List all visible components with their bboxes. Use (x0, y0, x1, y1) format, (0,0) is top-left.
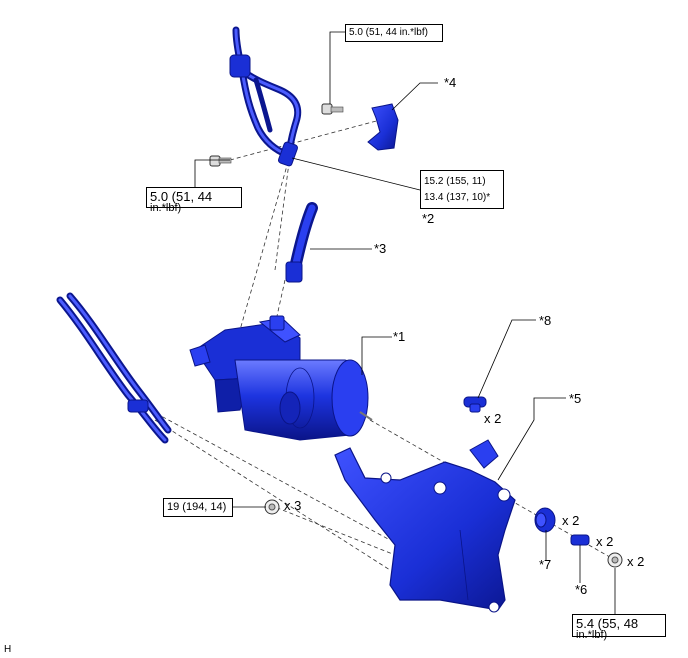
pump-bracket (334, 439, 516, 613)
label-part-1: *1 (393, 329, 406, 344)
torque-line-1: 5.4 (55, 48 (576, 616, 639, 631)
label-part-2: *2 (422, 211, 435, 226)
fluid-line-clip (229, 54, 251, 78)
label-part-5: *5 (569, 391, 582, 406)
bolt-left (209, 155, 232, 167)
label-part-7: *7 (539, 557, 552, 572)
label-part-3: *3 (374, 241, 387, 256)
cushion (534, 507, 556, 533)
fluid-lines-left (56, 292, 172, 444)
hose-end-fitting (285, 261, 303, 283)
clamp-bracket (367, 103, 399, 151)
torque-line-2: in.*lbf) (576, 629, 608, 641)
torque-line-1: 15.2 (155, 11) (424, 176, 486, 187)
torque-line-2: in.*lbf) (150, 202, 182, 214)
torque-spec-nut-bottom: 5.4 (55, 48 in.*lbf) (572, 614, 666, 641)
label-part-4: *4 (444, 75, 457, 90)
leader-lines (194, 31, 616, 614)
collar (570, 534, 590, 546)
nut-bracket (264, 499, 280, 515)
quantity-collar: x 2 (596, 534, 614, 549)
quantity-nut-bracket: x 3 (284, 498, 302, 513)
union-fitting (278, 141, 298, 167)
quantity-cushion: x 2 (562, 513, 580, 528)
quantity-grommet: x 2 (484, 411, 502, 426)
pump-motor-assembly (189, 315, 373, 441)
torque-spec-union: 15.2 (155, 11) 13.4 (137, 10)* (420, 170, 504, 209)
torque-line-2: 13.4 (137, 10)* (424, 192, 491, 203)
torque-spec-bolt-left: 5.0 (51, 44 in.*lbf) (146, 187, 242, 214)
fluid-line-upper (232, 26, 302, 159)
hose (289, 202, 318, 274)
torque-line-1: 5.0 (51, 44 (150, 189, 213, 204)
grommet (463, 396, 487, 413)
label-part-6: *6 (575, 582, 588, 597)
illustration-code: H (4, 644, 12, 655)
fluid-line-fitting-left (127, 399, 149, 413)
nut-bottom (607, 552, 623, 568)
torque-spec-bolt-top: 5.0 (51, 44 in.*lbf) (345, 24, 443, 42)
bolt-top (321, 103, 344, 115)
label-part-8: *8 (539, 313, 552, 328)
torque-spec-nut-bracket: 19 (194, 14) (163, 498, 233, 517)
quantity-nut-bottom: x 2 (627, 554, 645, 569)
